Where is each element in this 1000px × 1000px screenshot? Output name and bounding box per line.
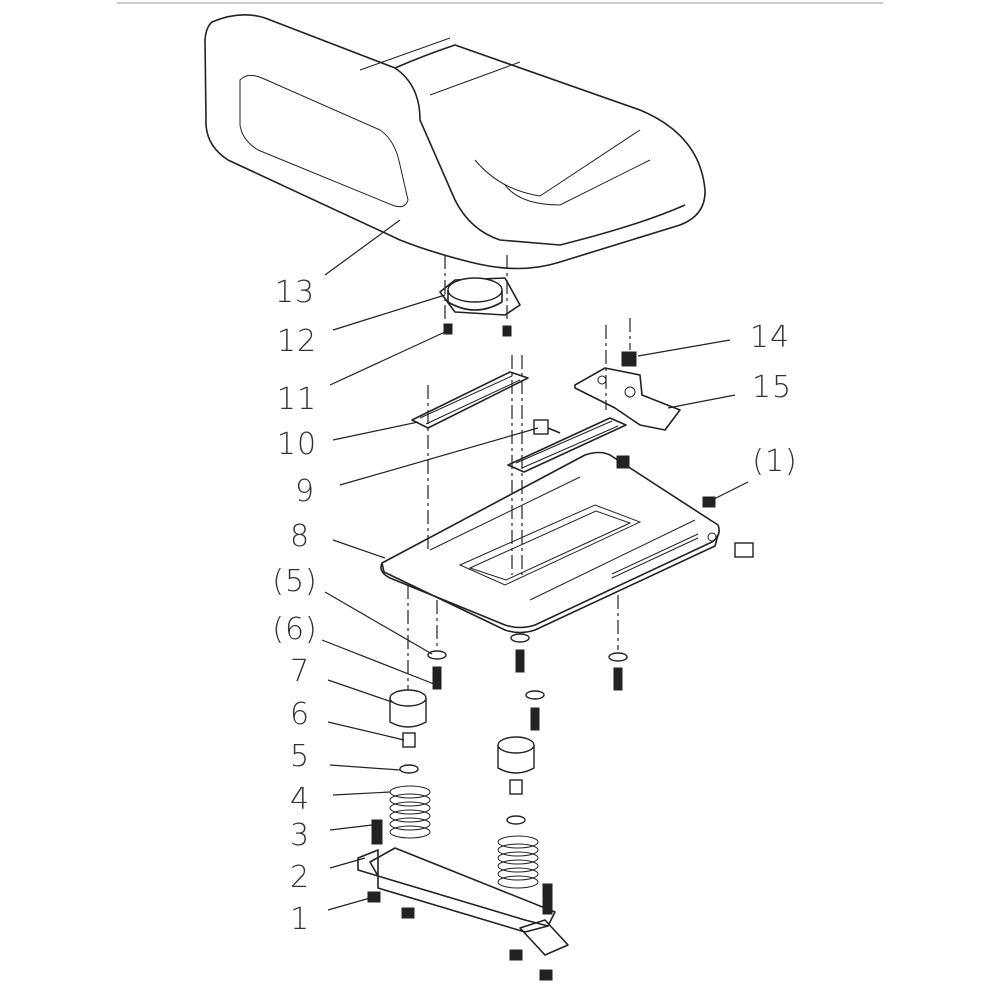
base-plate-part-8 <box>380 451 754 634</box>
rubber-bumpers-part-7 <box>389 689 535 774</box>
bolts-part-11 <box>443 323 512 337</box>
washers-bolts-under-plate <box>407 585 628 731</box>
callout-7: 7 <box>289 654 311 689</box>
leader-lines <box>321 219 749 911</box>
callout-p5: (5) <box>272 564 318 599</box>
callout-14: 14 <box>749 320 791 355</box>
callout-12: 12 <box>276 324 318 359</box>
callout-p1: (1) <box>752 444 798 479</box>
callout-1: 1 <box>289 902 311 937</box>
callout-3: 3 <box>289 818 311 853</box>
callout-p6: (6) <box>272 612 318 647</box>
bracket-part-15 <box>574 318 681 431</box>
callout-15: 15 <box>751 370 793 405</box>
callout-13: 13 <box>274 275 316 310</box>
callout-9: 9 <box>294 474 316 509</box>
seat-mount-part-12 <box>439 255 521 320</box>
seat-part-13 <box>204 14 706 270</box>
rails-part-10 <box>411 325 627 575</box>
callout-10: 10 <box>276 427 318 462</box>
callout-2: 2 <box>289 860 311 895</box>
callout-8: 8 <box>289 519 311 554</box>
bolt-part-9 <box>533 419 630 469</box>
callout-11: 11 <box>276 382 318 417</box>
callout-4: 4 <box>289 782 311 817</box>
base-frame-part-2 <box>357 819 569 981</box>
callout-6: 6 <box>289 697 311 732</box>
callout-5: 5 <box>289 739 311 774</box>
